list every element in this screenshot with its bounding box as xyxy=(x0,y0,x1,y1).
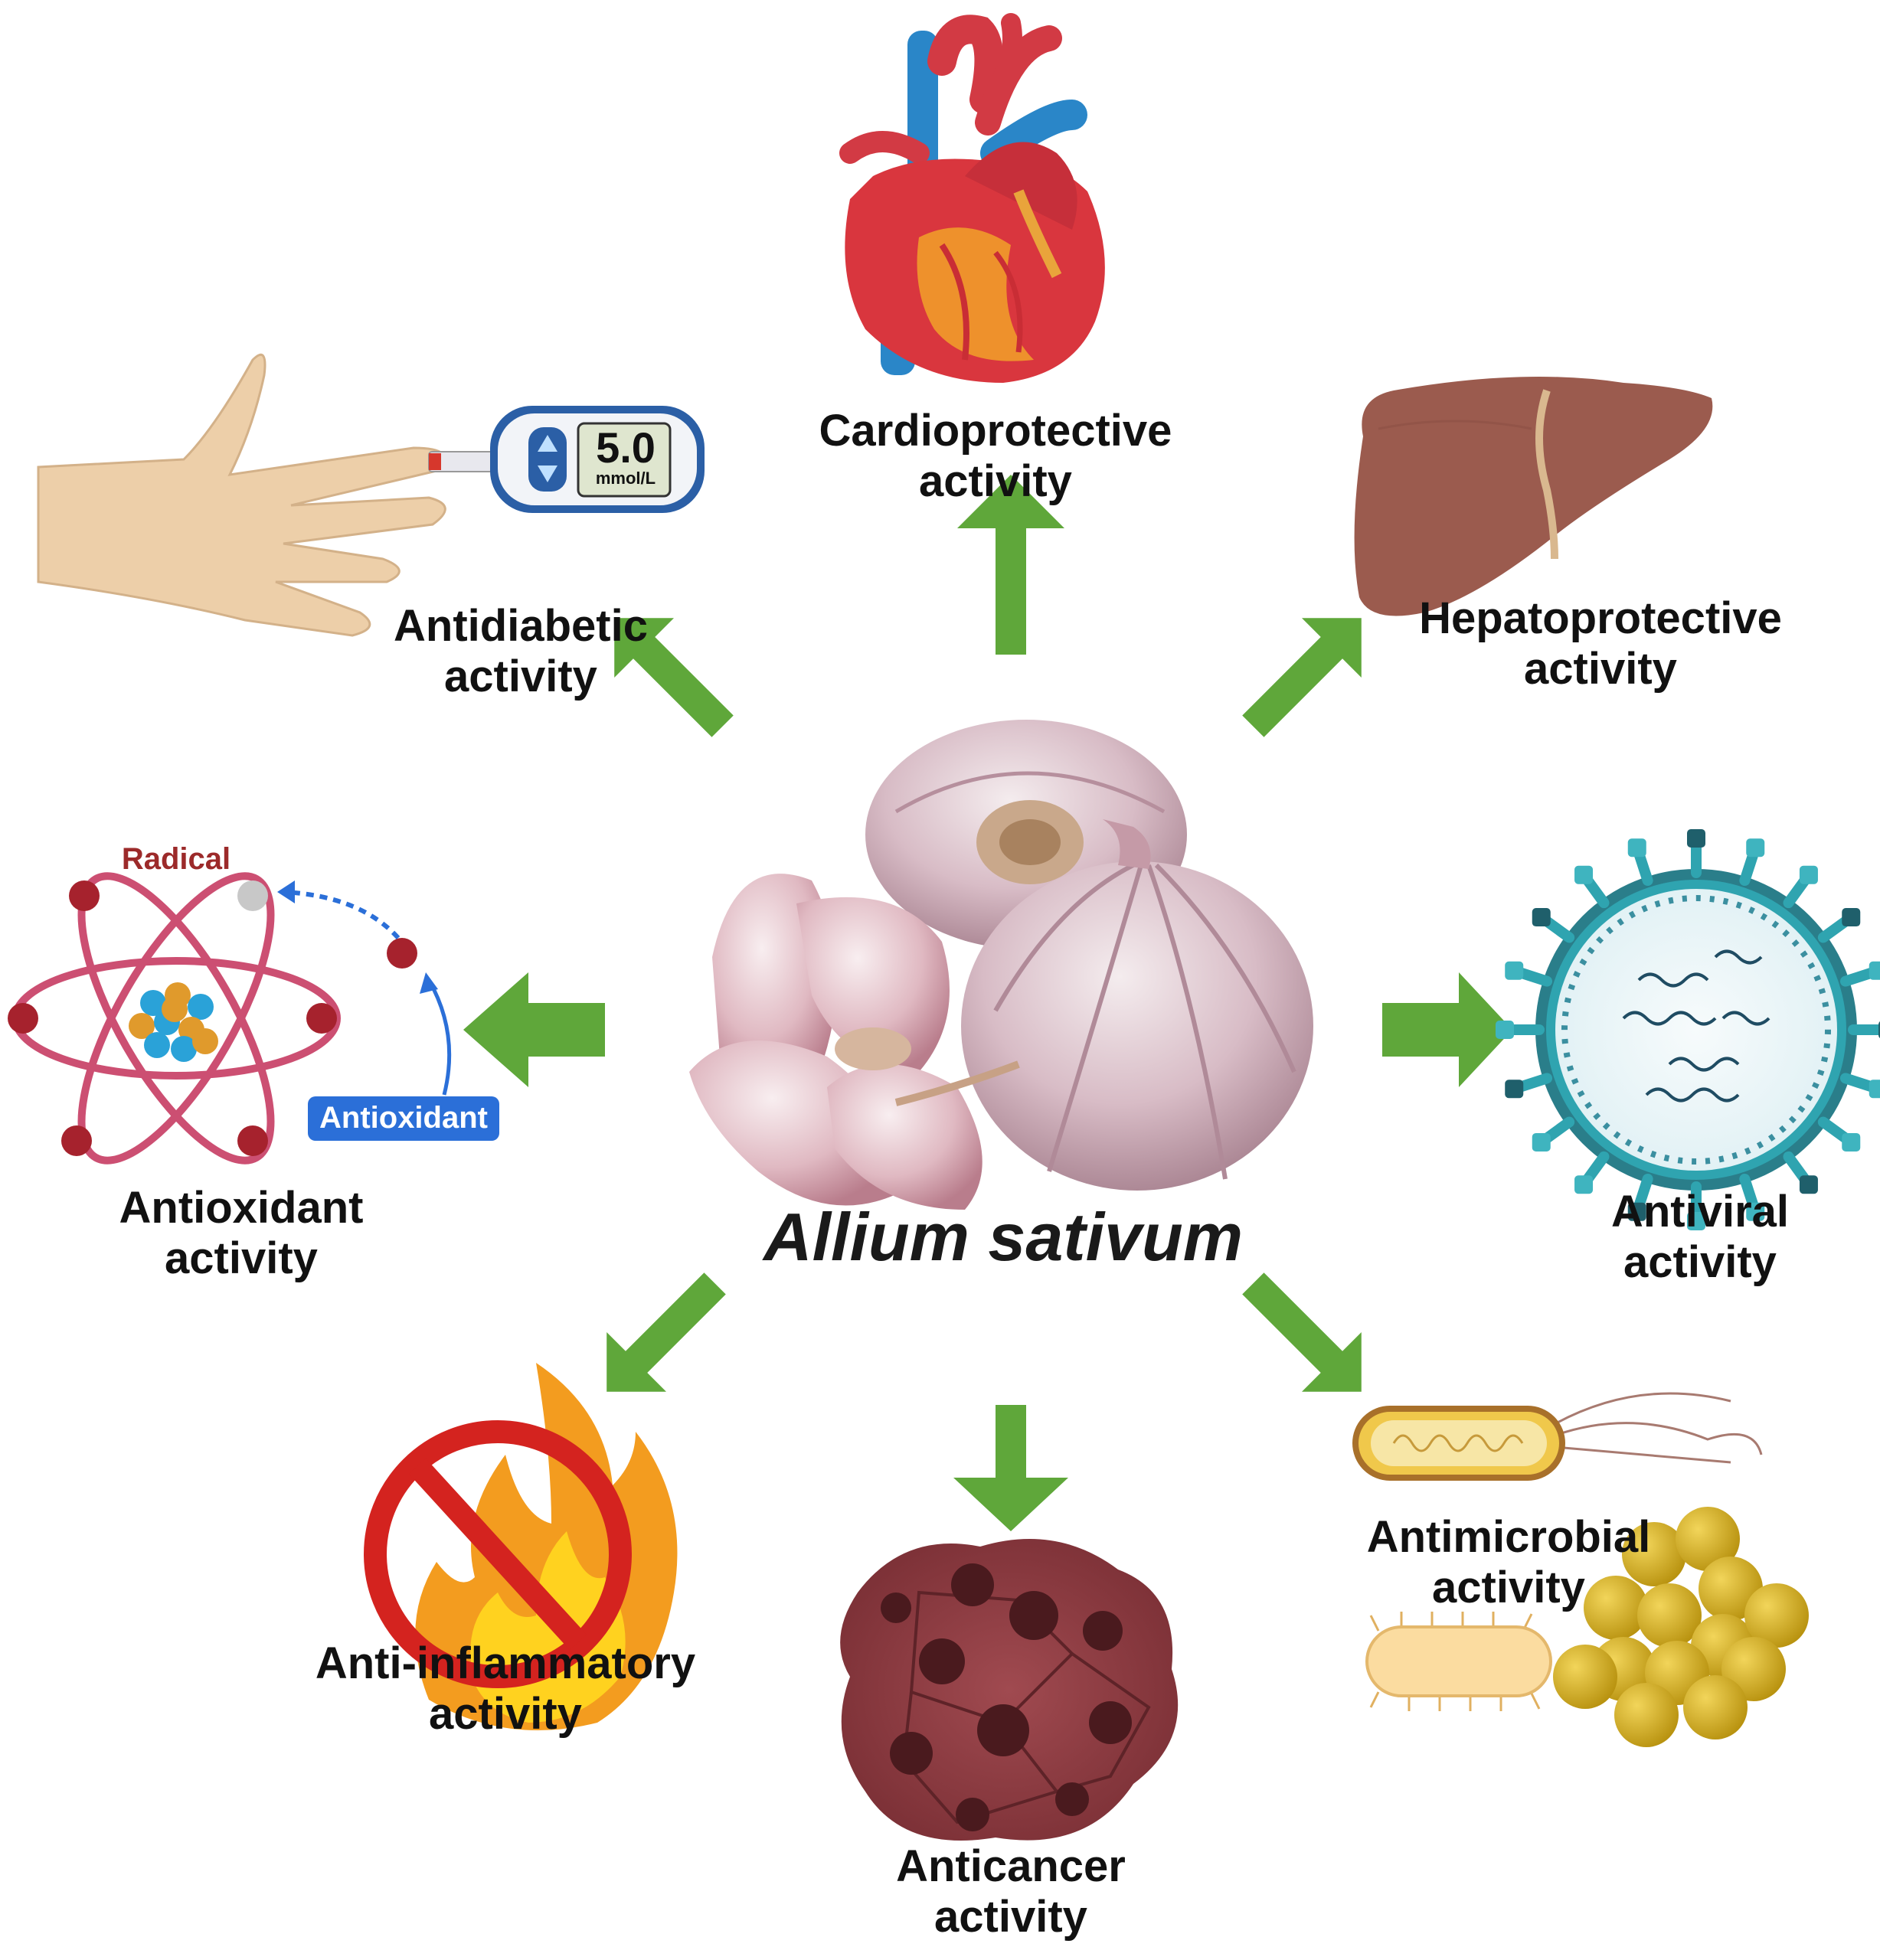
virus-spike-head xyxy=(1687,1212,1705,1230)
arrow-left xyxy=(463,972,605,1087)
arrow-down-right xyxy=(1242,1272,1362,1392)
virus-spike-head xyxy=(1799,1175,1818,1194)
virus-icon xyxy=(1496,829,1880,1230)
meter-unit: mmol/L xyxy=(595,469,656,488)
virus-spike-head xyxy=(1627,1202,1646,1221)
virus-spike-head xyxy=(1869,1080,1880,1099)
virus-spike-head xyxy=(1627,838,1646,858)
center-title: Allium sativum xyxy=(763,1199,1243,1275)
arrow-up xyxy=(957,475,1064,655)
meter-value: 5.0 xyxy=(596,423,656,472)
virus-spike-head xyxy=(1505,961,1524,980)
virus-spike-head xyxy=(1746,838,1765,858)
virus-spike-head xyxy=(1574,1175,1594,1194)
virus-spike-head xyxy=(1505,1080,1524,1099)
virus-spike-head xyxy=(1842,908,1861,927)
no-fire-icon xyxy=(364,1363,678,1730)
antioxidant-tag: Antioxidant xyxy=(319,1101,488,1135)
glucose-meter-icon xyxy=(37,353,705,637)
virus-spike-head xyxy=(1869,961,1880,980)
heart-icon xyxy=(839,13,1105,383)
cancer-cells-icon xyxy=(840,1539,1179,1841)
arrow-up-left xyxy=(614,618,734,737)
arrow-down-left xyxy=(607,1272,726,1392)
virus-spike-head xyxy=(1687,829,1705,848)
radical-label: Radical xyxy=(121,842,231,876)
virus-spike-head xyxy=(1574,865,1594,884)
virus-spike-head xyxy=(1532,1132,1551,1152)
arrow-right xyxy=(1382,972,1512,1087)
virus-spike-head xyxy=(1496,1021,1514,1039)
virus-spike-head xyxy=(1799,865,1818,884)
arrow-up-right xyxy=(1242,618,1362,737)
arrow-down xyxy=(953,1405,1068,1531)
garlic-image xyxy=(689,720,1313,1210)
virus-spike-head xyxy=(1532,908,1551,927)
liver-icon xyxy=(1354,377,1713,616)
atom-icon xyxy=(8,872,499,1165)
bacteria-icon xyxy=(1352,1392,1809,1747)
virus-spike-head xyxy=(1746,1202,1765,1221)
virus-spike-head xyxy=(1842,1132,1861,1152)
